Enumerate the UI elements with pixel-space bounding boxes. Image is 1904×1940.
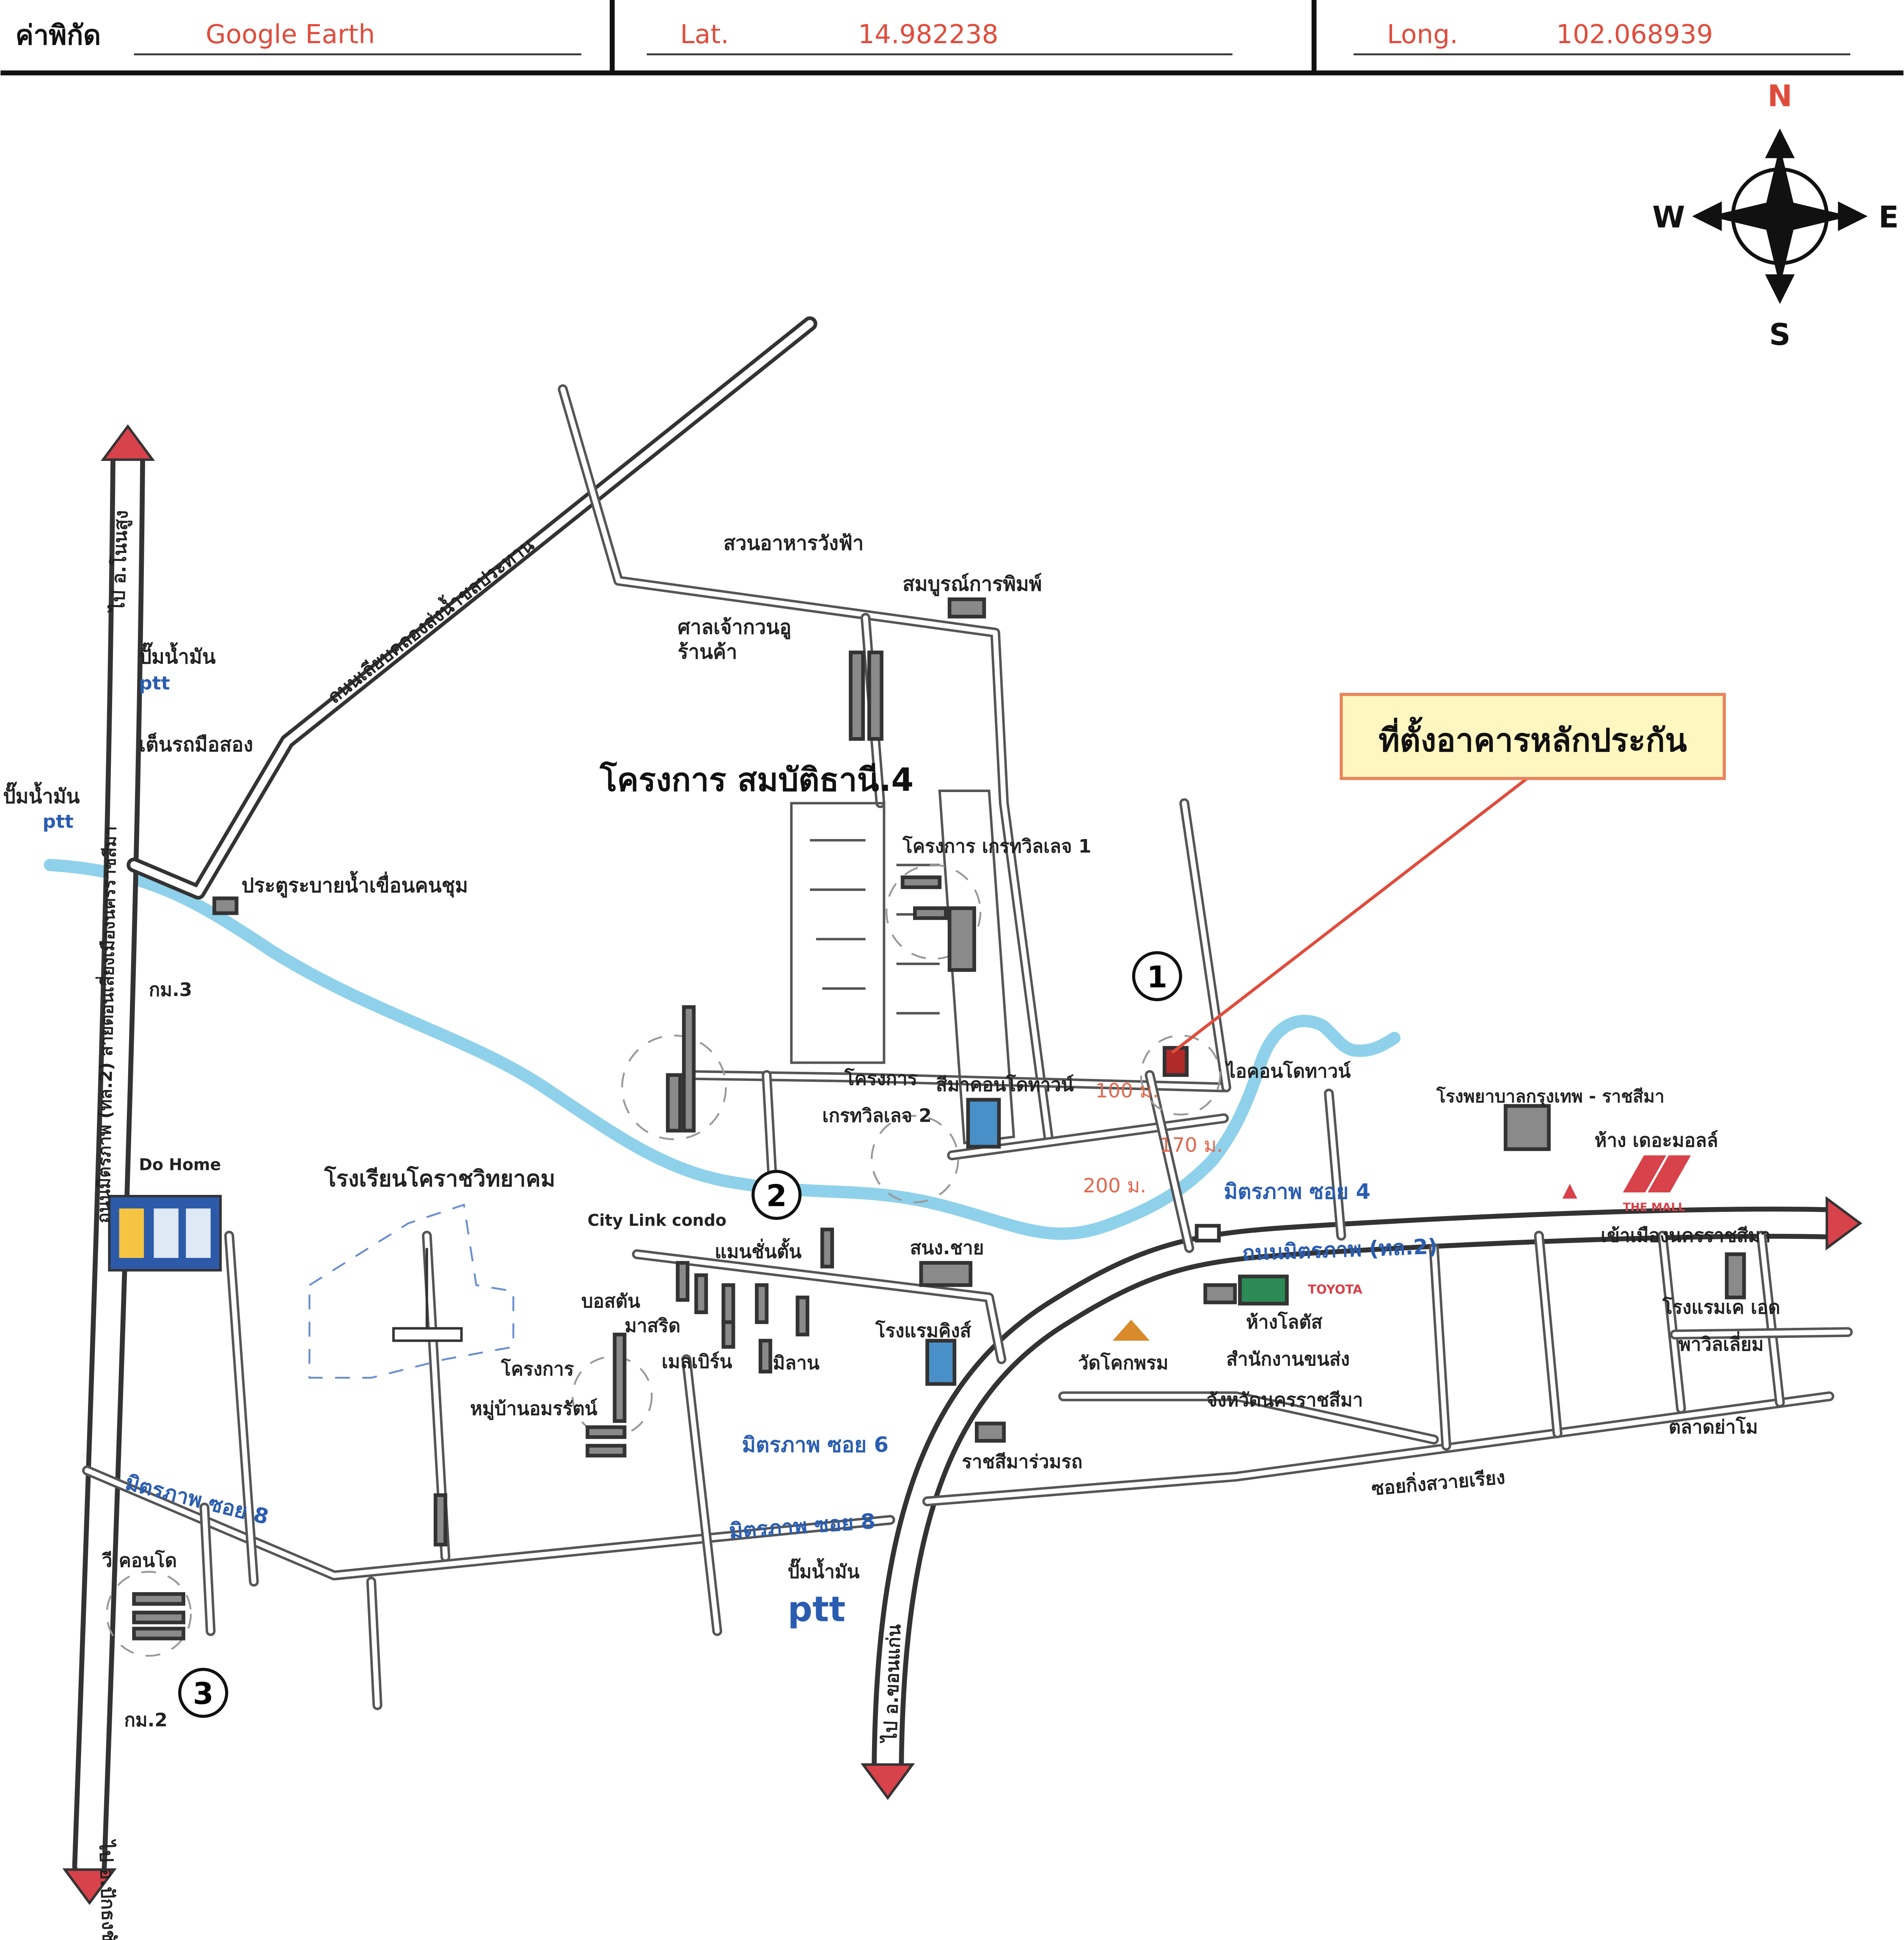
label-lotus: ห้างโลตัส: [1246, 1311, 1323, 1333]
the-mall-logo-icon: [1623, 1155, 1691, 1193]
compass-e: E: [1879, 200, 1899, 234]
ptt-logo-icon: ptt: [139, 673, 170, 694]
river: [44, 859, 1401, 1240]
road-label-to-nonsung: ไป อ.โนนสูง: [107, 510, 132, 614]
ptt-logo-icon: ptt: [43, 811, 74, 833]
lat-value: 14.982238: [858, 19, 999, 50]
svg-text:2: 2: [766, 1178, 787, 1213]
do-home-building-icon: [108, 1195, 222, 1272]
label-project-1: โครงการ เกรทวิลเลจ 1: [902, 835, 1091, 857]
compass-n: N: [1767, 79, 1792, 113]
label-dam-gate: ประตูระบายน้ำเขื่อนคนชุม: [242, 871, 468, 898]
compass-rose: N S E W: [1652, 79, 1898, 352]
marker-1: 1: [1132, 951, 1182, 1002]
svg-text:1: 1: [1147, 960, 1167, 994]
area-circle-marker: [1140, 1035, 1221, 1116]
label-v-condo: วี คอนโด: [102, 1549, 177, 1571]
marker-2: 2: [751, 1170, 802, 1220]
long-label: Long.: [1387, 19, 1458, 50]
label-do-home: Do Home: [139, 1156, 221, 1174]
long-value: 102.068939: [1556, 19, 1713, 50]
svg-text:ptt: ptt: [43, 811, 74, 833]
label-km2: กม.2: [124, 1709, 167, 1731]
label-korat-school: โรงเรียนโคราชวิทยาคม: [324, 1166, 555, 1192]
callout-text: ที่ตั้งอาคารหลักประกัน: [1378, 717, 1687, 759]
label-km3: กม.3: [149, 979, 193, 1001]
distance-label: 100 ม.: [1095, 1079, 1159, 1102]
label-the-mall-logo: THE MALL: [1623, 1201, 1685, 1214]
ptt-logo-icon: ptt: [788, 1590, 846, 1630]
label-raja-market: ราชสีมาร่วมรถ: [962, 1451, 1082, 1472]
label-shrine: ศาลเจ้ากวนอู: [678, 616, 792, 639]
road-label-to-khonkaen: ไป อ.ขอนแก่น: [879, 1624, 905, 1745]
label-used-car: เต็นรถมือสอง: [139, 732, 253, 757]
distance-label: 200 ม.: [1083, 1175, 1147, 1197]
coord-source: Google Earth: [206, 19, 375, 50]
label-kaset: สนง.ชาย: [910, 1237, 984, 1259]
label-somboon-print: สมบูรณ์การพิมพ์: [902, 573, 1042, 596]
school-compound-outline: [308, 1203, 515, 1379]
svg-text:3: 3: [193, 1676, 214, 1711]
arrow-south-icon: [62, 1868, 117, 1905]
label-the-mall: ห้าง เดอะมอลล์: [1595, 1130, 1718, 1151]
arrow-south-icon: [860, 1763, 915, 1800]
label-toyota: TOYOTA: [1308, 1282, 1362, 1297]
label-sima-condotown: สีมาคอนโดทาวน์: [936, 1074, 1074, 1096]
label-transport-2: จังหวัดนครราชสีมา: [1207, 1389, 1363, 1411]
label-city-link: City Link condo: [587, 1211, 726, 1230]
label-boston: บอสตัน: [581, 1291, 640, 1312]
collateral-callout: ที่ตั้งอาคารหลักประกัน: [1171, 693, 1726, 1054]
place-labels: สวนอาหารวังฟ้า สมบูรณ์การพิมพ์ ศาลเจ้ากว…: [3, 532, 1780, 1731]
label-amarin-1: โครงการ: [501, 1358, 574, 1380]
compass-w: W: [1652, 200, 1685, 234]
lat-label: Lat.: [680, 19, 729, 50]
road-label-soi6: มิตรภาพ ซอย 6: [742, 1432, 889, 1457]
arrow-north-icon: [100, 424, 155, 461]
road-label-to-city: เข้าเมืองนครราชสีมา: [1601, 1225, 1771, 1247]
label-shop: ร้านค้า: [678, 641, 737, 664]
project-title: โครงการ สมบัติธานี.4: [600, 761, 913, 798]
label-bangkok-hospital: โรงพยาบาลกรุงเทพ - ราชสีมา: [1436, 1086, 1665, 1107]
auto-brand-logo-icon: [1562, 1183, 1577, 1199]
label-garden-restaurant: สวนอาหารวังฟ้า: [724, 532, 864, 555]
direction-arrows: [62, 424, 1863, 1905]
label-petrol-south: ปั๊มน้ำมัน: [788, 1558, 860, 1582]
arrow-east-icon: [1825, 1196, 1863, 1251]
label-project-2a: โครงการ: [844, 1068, 918, 1090]
label-petrol-north: ปั๊มน้ำมัน: [139, 642, 215, 669]
temple-icon: [1112, 1319, 1150, 1341]
svg-text:ptt: ptt: [139, 673, 170, 694]
label-petrol-west: ปั๊มน้ำมัน: [3, 782, 80, 808]
road-label-to-pakthongchai: ไป อ.ปักธงชัย: [95, 1839, 121, 1940]
area-circle-marker: [106, 1571, 192, 1657]
coordinate-header: ค่าพิกัด Google Earth Lat. 14.982238 Lon…: [0, 0, 1904, 76]
area-circle-marker: [621, 1035, 727, 1140]
label-milan: มิลาน: [773, 1352, 820, 1374]
label-mansion: แมนชั่นตั้น: [715, 1238, 801, 1263]
compass-star-icon: [1709, 146, 1851, 287]
label-amarin-2: หมู่บ้านอมรรัตน์: [470, 1398, 597, 1420]
compass-s: S: [1769, 317, 1790, 352]
marker-3: 3: [178, 1668, 228, 1718]
label-project-2b: เกรทวิลเลจ 2: [822, 1105, 932, 1127]
label-hotel-kings: โรงแรมคิงส์: [875, 1320, 971, 1342]
label-wat: วัดโคกพรม: [1078, 1352, 1169, 1374]
label-melbourne: เมลเบิร์น: [662, 1351, 732, 1373]
road-label-soi4: มิตรภาพ ซอย 4: [1224, 1179, 1370, 1204]
label-transport-1: สำนักงานขนส่ง: [1226, 1348, 1350, 1370]
distance-label: 170 ม.: [1160, 1134, 1223, 1157]
road-network: [72, 316, 1853, 1883]
label-yamo-market: ตลาดย่าโม: [1669, 1416, 1758, 1438]
label-icon-condotown: ไอคอนโดทาวน์: [1224, 1060, 1351, 1082]
label-pavilion: พาวิลเลี่ยม: [1678, 1331, 1764, 1355]
coord-label: ค่าพิกัด: [15, 19, 101, 51]
label-hotel-kd: โรงแรมเค เอด: [1662, 1296, 1780, 1318]
building-blocks: [132, 597, 1746, 1640]
label-mastrid: มาสริด: [625, 1315, 680, 1337]
svg-text:ptt: ptt: [788, 1590, 846, 1630]
